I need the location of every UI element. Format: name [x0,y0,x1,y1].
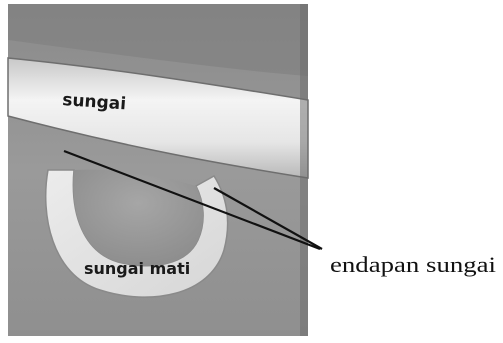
frame-edge [300,4,308,336]
deposit-label: endapan sungai [330,252,496,277]
oxbow-label: sungai mati [84,259,190,278]
